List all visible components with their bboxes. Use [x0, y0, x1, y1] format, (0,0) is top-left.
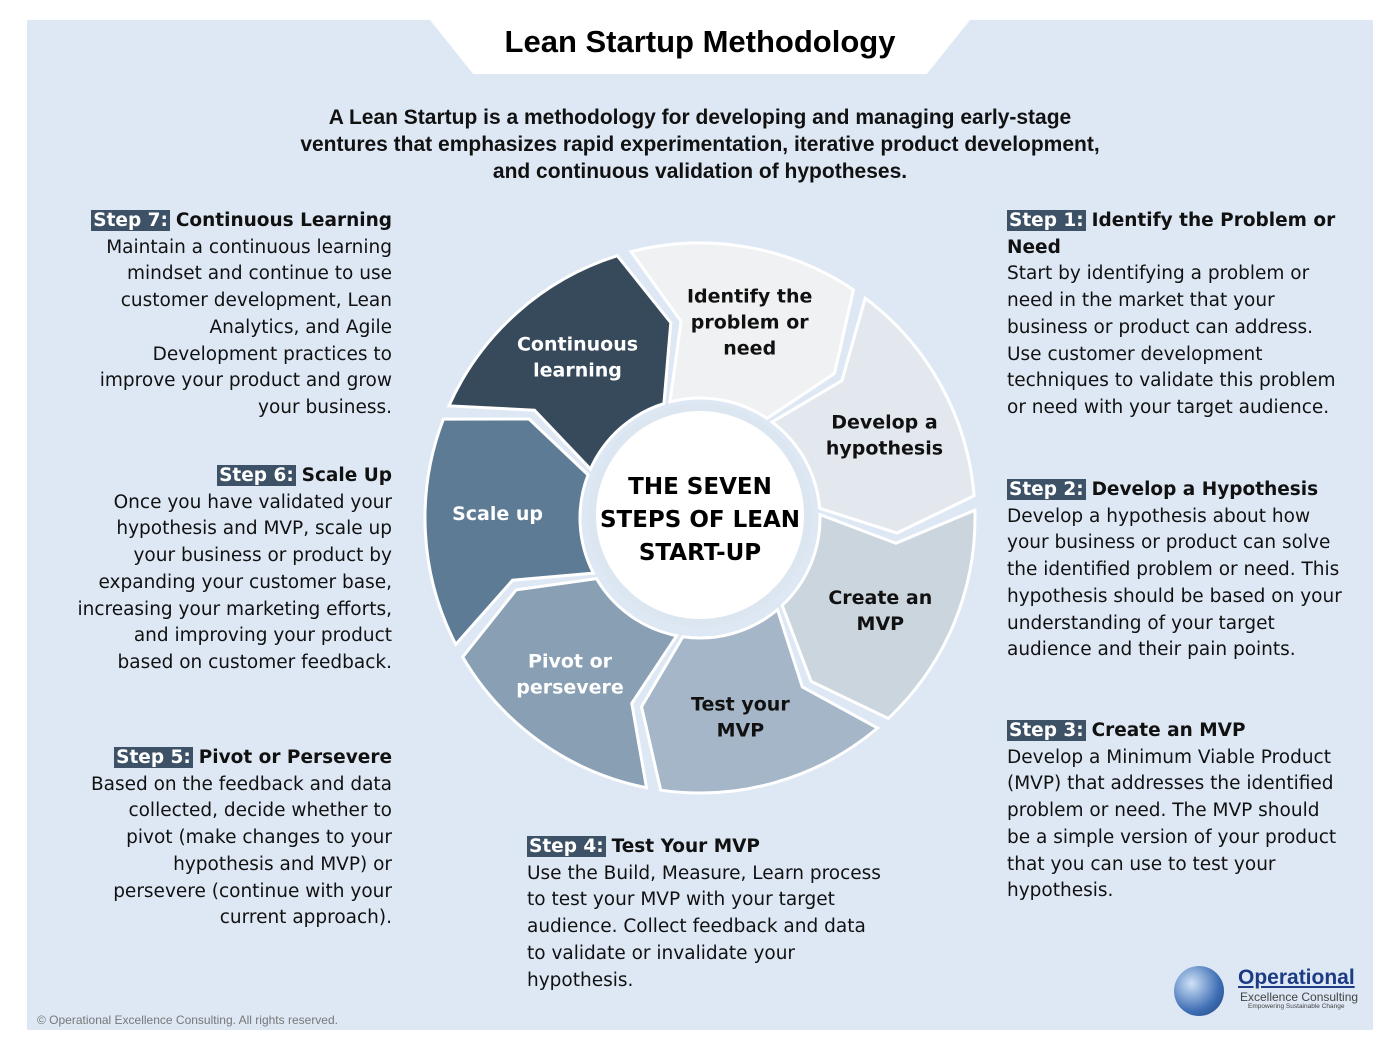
step-6-description: Step 6: Scale Up Once you have validated …: [76, 463, 392, 677]
step-label: Step 1:: [1007, 210, 1086, 231]
step-body: Develop a Minimum Viable Product (MVP) t…: [1007, 746, 1337, 902]
center-circle: [588, 403, 812, 627]
step-label: Step 5:: [114, 747, 193, 768]
logo-subtitle: Excellence Consulting: [1240, 990, 1359, 1004]
step-heading: Develop a Hypothesis: [1091, 479, 1319, 500]
cycle-segment-4: [639, 607, 881, 795]
segment-label: Identify the: [687, 286, 812, 308]
copyright: © Operational Excellence Consulting. All…: [37, 1013, 338, 1027]
step-3-description: Step 3: Create an MVP Develop a Minimum V…: [1007, 718, 1337, 905]
segment-label: Continuous: [517, 334, 638, 356]
cycle-segment-7: [446, 253, 673, 472]
segment-label: need: [723, 338, 776, 360]
segment-label: problem or: [691, 312, 809, 334]
step-body: Once you have validated your hypothesis …: [77, 491, 392, 673]
intro-text: A Lean Startup is a methodology for deve…: [300, 106, 1100, 183]
page-title: Lean Startup Methodology: [504, 24, 896, 59]
step-body: Maintain a continuous learning mindset a…: [99, 236, 392, 418]
step-heading: Scale Up: [301, 465, 392, 486]
step-heading: Pivot or Persevere: [198, 747, 392, 768]
cycle-segment-3: [780, 507, 977, 721]
segment-label: Create an: [828, 587, 932, 609]
step-label: Step 6:: [217, 465, 296, 486]
center-title: START-UP: [639, 540, 761, 566]
step-label: Step 4:: [527, 836, 606, 857]
segment-label: Develop a: [831, 411, 938, 433]
segment-label: Pivot or: [528, 650, 613, 672]
segment-label: Test your: [691, 693, 790, 715]
segment-label: learning: [533, 360, 622, 382]
step-heading: Continuous Learning: [175, 210, 392, 231]
step-label: Step 2:: [1007, 479, 1086, 500]
step-4-description: Step 4: Test Your MVP Use the Build, Meas…: [527, 834, 887, 994]
cycle-segment-5: [460, 577, 680, 790]
cycle-segment-6: [423, 417, 596, 648]
logo-name: Operational: [1238, 966, 1355, 989]
step-body: Develop a hypothesis about how your busi…: [1007, 505, 1342, 661]
segment-label: hypothesis: [826, 437, 943, 459]
step-body: Use the Build, Measure, Learn process to…: [527, 862, 881, 991]
step-heading: Identify the Problem or Need: [1007, 210, 1336, 258]
segment-label: MVP: [857, 613, 905, 635]
center-title: THE SEVEN: [628, 474, 772, 500]
step-body: Based on the feedback and data collected…: [90, 773, 392, 929]
logo-tagline: Empowering Sustainable Change: [1248, 1003, 1345, 1010]
segment-label: persevere: [516, 676, 624, 698]
cycle-segment-2: [769, 295, 976, 535]
step-label: Step 3:: [1007, 720, 1086, 741]
center-title: STEPS OF LEAN: [600, 507, 800, 533]
step-label: Step 7:: [91, 210, 170, 231]
company-logo: Operational Excellence Consulting Empowe…: [1172, 962, 1372, 1022]
step-body: Start by identifying a problem or need i…: [1007, 263, 1336, 418]
segment-label: Scale up: [452, 503, 543, 525]
step-heading: Test Your MVP: [611, 836, 760, 857]
globe-icon: [1174, 966, 1224, 1016]
title-banner: [430, 20, 970, 74]
cycle-segment-1: [628, 241, 856, 421]
step-heading: Create an MVP: [1091, 720, 1246, 741]
segment-label: MVP: [717, 719, 765, 741]
